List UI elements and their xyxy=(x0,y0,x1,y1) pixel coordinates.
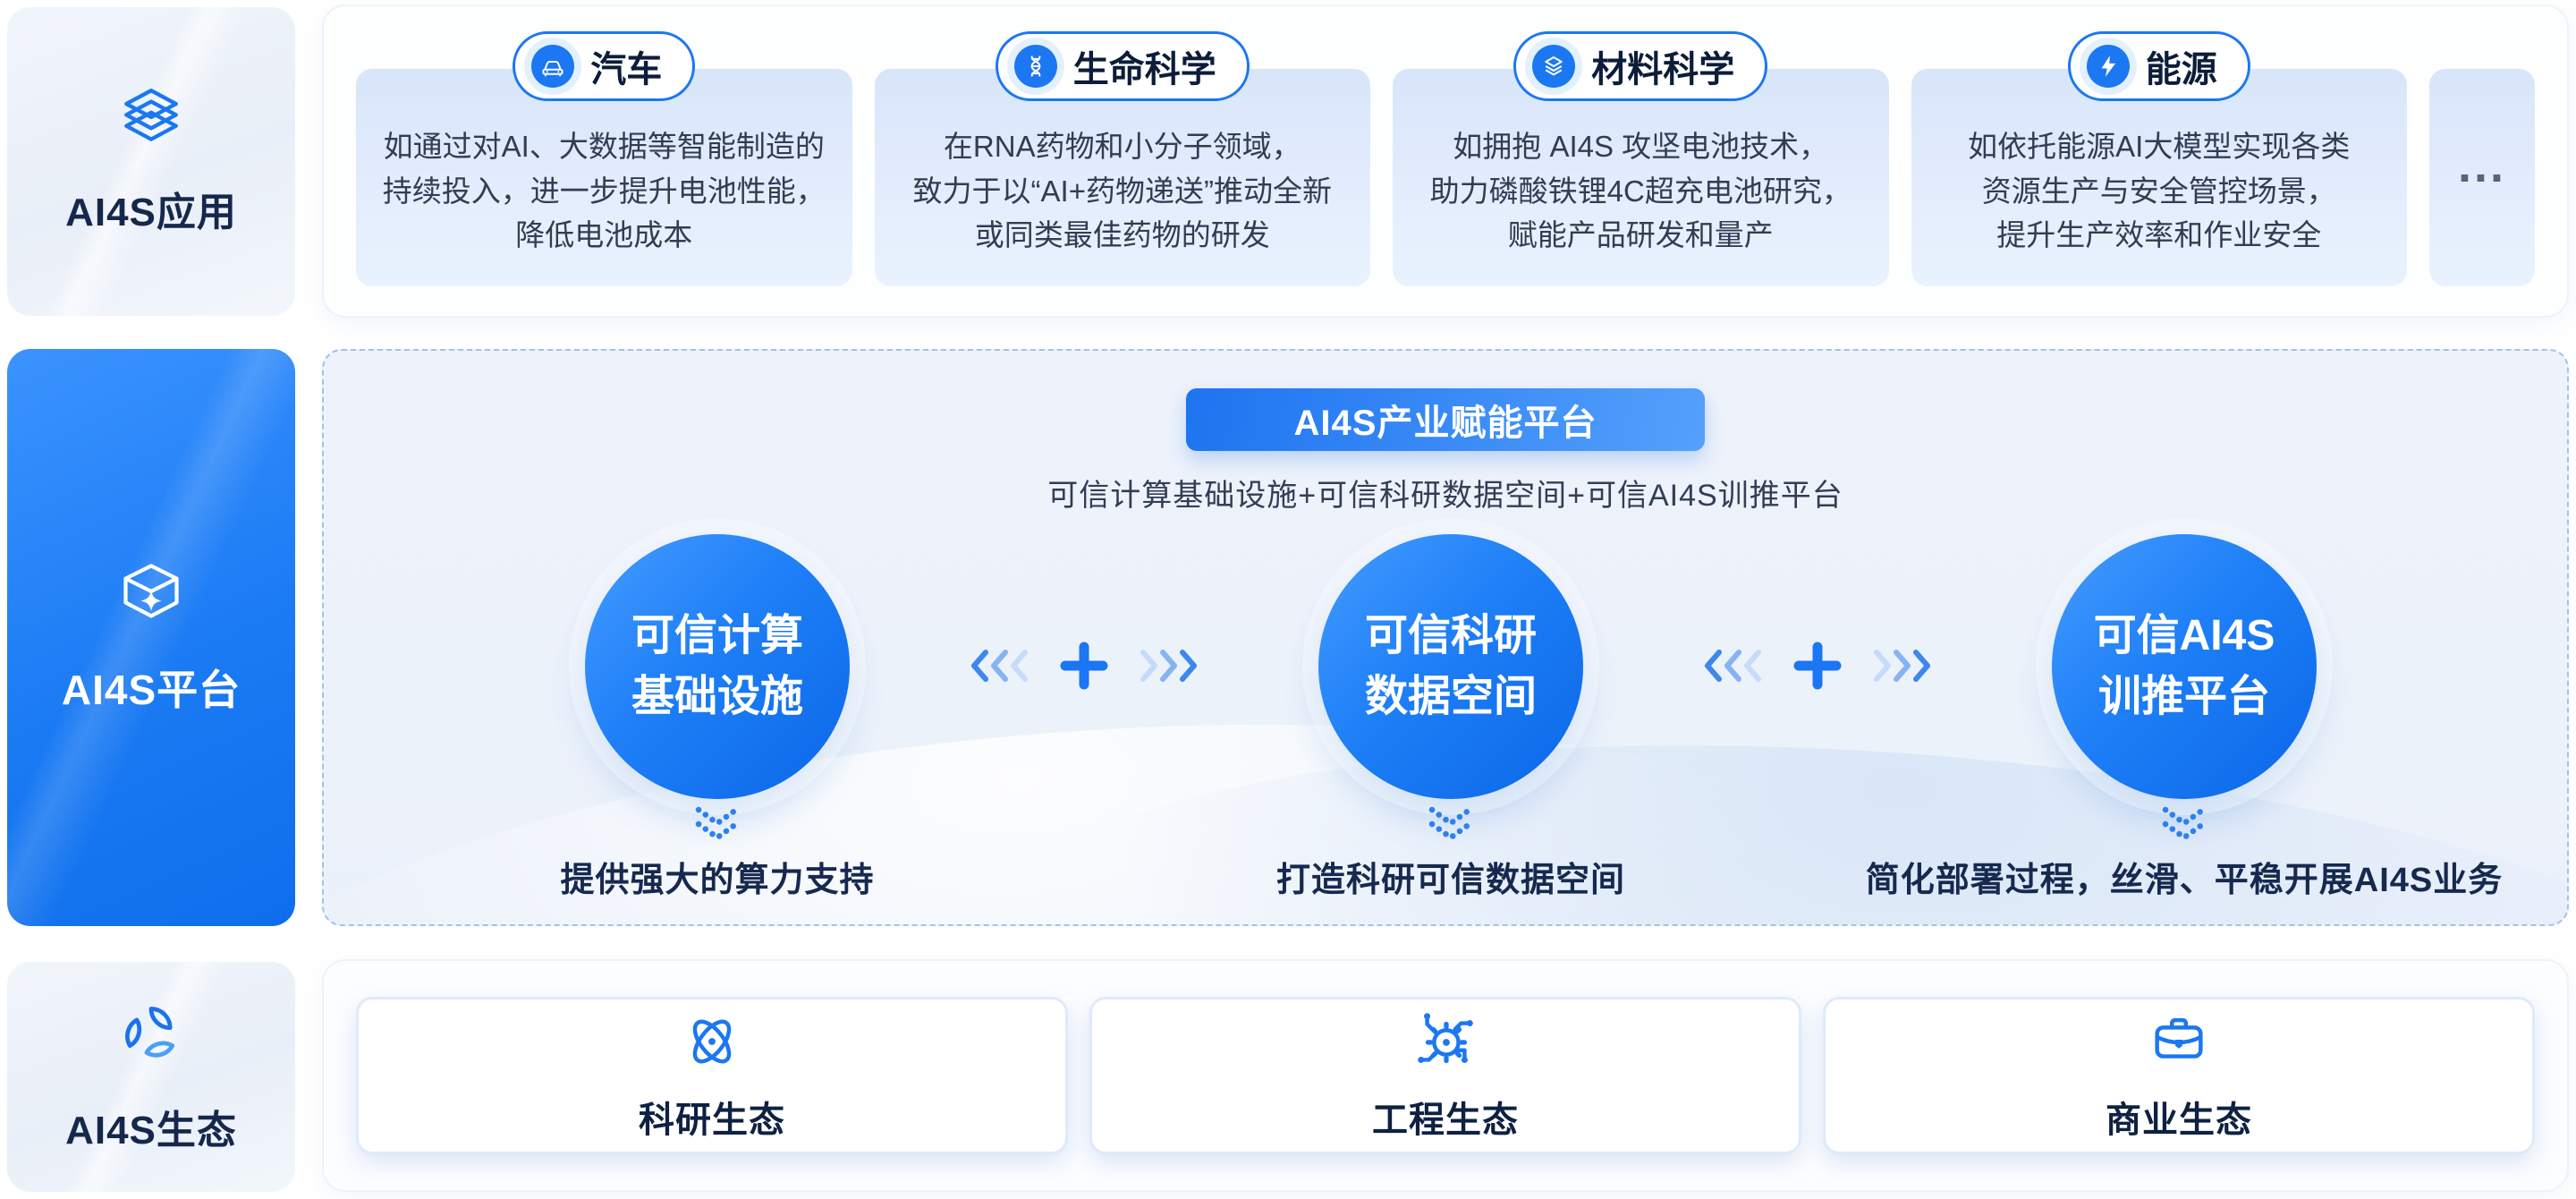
chevrons-right-icon xyxy=(1140,648,1199,684)
app-card-energy: 能源 如依托能源AI大模型实现各类 资源生产与安全管控场景， 提升生产效率和作业… xyxy=(1911,31,2407,286)
app-card-description: 如依托能源AI大模型实现各类 资源生产与安全管控场景， 提升生产效率和作业安全 xyxy=(1968,130,2351,252)
double-chevron-down-icon xyxy=(2157,805,2211,845)
pillar-caption: 简化部署过程，丝滑、平稳开展AI4S业务 xyxy=(1865,862,2504,899)
platform-panel: AI4S产业赋能平台 可信计算基础设施+可信科研数据空间+可信AI4S训推平台 … xyxy=(322,349,2569,926)
category-badge-life-science[interactable]: 生命科学 xyxy=(995,31,1250,101)
tri-leaf-icon xyxy=(117,999,185,1067)
stack-layers-icon xyxy=(1532,45,1576,88)
double-chevron-down-icon xyxy=(1424,805,1478,845)
sidebar-label: AI4S应用 xyxy=(65,190,237,234)
applications-panel: 汽车 如通过对AI、大数据等智能制造的 持续投入，进一步提升电池性能， 降低电池… xyxy=(322,4,2569,318)
layers-icon xyxy=(118,87,184,149)
pillar-circle-train-inference: 可信AI4S 训推平台 xyxy=(2052,534,2317,799)
category-label: 生命科学 xyxy=(1072,50,1216,89)
atom-icon xyxy=(679,1008,745,1075)
chevrons-left-icon xyxy=(1703,648,1762,684)
eco-card-engineering[interactable]: 工程生态 xyxy=(1089,997,1801,1154)
gear-circuit-icon xyxy=(1412,1008,1479,1075)
eco-card-label: 商业生态 xyxy=(2106,1101,2252,1140)
platform-title-button[interactable]: AI4S产业赋能平台 xyxy=(1186,388,1705,451)
app-card-description: 在RNA药物和小分子领域， 致力于以“AI+药物递送”推动全新 或同类最佳药物的… xyxy=(912,130,1332,252)
ecosystem-panel: 科研生态 工程生态 xyxy=(322,959,2569,1192)
pillar-caption: 打造科研可信数据空间 xyxy=(1275,862,1626,899)
sidebar-item-ai4s-platform: AI4S平台 xyxy=(7,349,295,926)
pillar-circle-research-data-space: 可信科研 数据空间 xyxy=(1318,534,1583,799)
app-card-more: ... xyxy=(2429,69,2535,286)
app-card-materials: 材料科学 如拥抱 AI4S 攻坚电池技术， 助力磷酸铁锂4C超充电池研究， 赋能… xyxy=(1393,31,1889,286)
plus-icon xyxy=(1792,641,1843,691)
pillar-caption: 提供强大的算力支持 xyxy=(560,862,875,899)
eco-card-business[interactable]: 商业生态 xyxy=(1823,997,2535,1154)
connector-plus-2 xyxy=(1703,641,1932,691)
app-card-automotive: 汽车 如通过对AI、大数据等智能制造的 持续投入，进一步提升电池性能， 降低电池… xyxy=(356,31,852,286)
pillar-circle-trusted-computing: 可信计算 基础设施 xyxy=(585,534,850,799)
category-badge-materials[interactable]: 材料科学 xyxy=(1513,31,1768,101)
application-cards-row: 汽车 如通过对AI、大数据等智能制造的 持续投入，进一步提升电池性能， 降低电池… xyxy=(356,31,2535,286)
app-card-life-science: 生命科学 在RNA药物和小分子领域， 致力于以“AI+药物递送”推动全新 或同类… xyxy=(874,31,1370,286)
chevrons-right-icon xyxy=(1873,648,1932,684)
category-label: 材料科学 xyxy=(1591,50,1735,89)
cube-star-icon xyxy=(117,559,185,627)
sidebar-item-ai4s-ecosystem: AI4S生态 xyxy=(7,962,295,1192)
category-label: 汽车 xyxy=(590,50,663,89)
platform-subtitle: 可信计算基础设施+可信科研数据空间+可信AI4S训推平台 xyxy=(1047,479,1843,513)
car-icon xyxy=(531,45,575,88)
eco-card-label: 科研生态 xyxy=(639,1101,785,1140)
app-card-description: 如通过对AI、大数据等智能制造的 持续投入，进一步提升电池性能， 降低电池成本 xyxy=(382,130,826,252)
chevrons-left-icon xyxy=(970,648,1029,684)
sidebar-label: AI4S生态 xyxy=(65,1108,237,1152)
category-label: 能源 xyxy=(2145,50,2217,89)
briefcase-icon xyxy=(2146,1008,2212,1075)
lightning-icon xyxy=(2086,45,2130,88)
dna-icon xyxy=(1013,45,1057,88)
sidebar-label: AI4S平台 xyxy=(61,666,242,713)
more-ellipsis: ... xyxy=(2457,138,2506,192)
sidebar-item-ai4s-applications: AI4S应用 xyxy=(7,7,295,316)
app-card-description: 如拥抱 AI4S 攻坚电池技术， 助力磷酸铁锂4C超充电池研究， 赋能产品研发和… xyxy=(1429,130,1852,252)
eco-card-label: 工程生态 xyxy=(1372,1101,1519,1140)
connector-plus-1 xyxy=(970,641,1199,691)
category-badge-automotive[interactable]: 汽车 xyxy=(513,31,696,101)
double-chevron-down-icon xyxy=(691,805,744,845)
category-badge-energy[interactable]: 能源 xyxy=(2067,31,2250,101)
plus-icon xyxy=(1059,641,1109,691)
eco-card-research[interactable]: 科研生态 xyxy=(356,997,1068,1154)
